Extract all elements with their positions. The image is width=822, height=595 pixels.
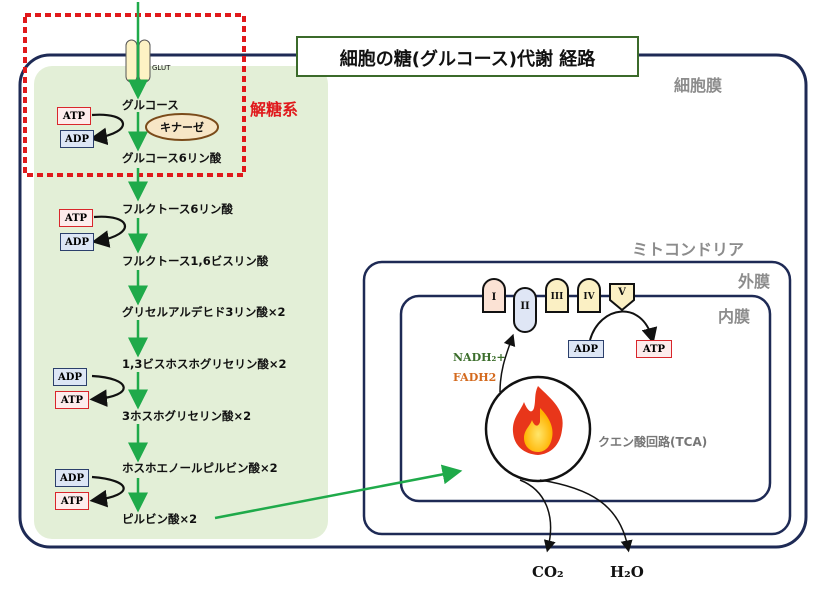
glycolysis-panel [34, 66, 328, 539]
outer-membrane-label: 外膜 [738, 272, 771, 291]
step-fructose-6-phosphate: フルクトース6リン酸 [122, 202, 233, 216]
complex-II-icon [513, 287, 537, 333]
glycolysis-label: 解糖系 [250, 100, 299, 119]
complex-I-label: I [491, 292, 497, 303]
title-box [296, 36, 639, 77]
pathway-arrows [128, 2, 463, 520]
atp-adp-curves [89, 113, 126, 508]
complex-II-label: II [520, 301, 530, 312]
mitochondria-label: ミトコンドリア [632, 240, 745, 259]
h2o-outflow [539, 479, 633, 553]
adp-badge: ADP [60, 233, 94, 251]
co2-outflow [519, 479, 556, 553]
adp-badge: ADP [55, 469, 89, 487]
step-glyceraldehyde-3-phosphate: グリセルアルデヒド3リン酸×2 [122, 305, 286, 319]
kinase-ellipse [145, 113, 219, 141]
cell-membrane-label: 細胞膜 [674, 76, 723, 95]
step-pyruvate: ピルビン酸×2 [122, 512, 198, 526]
h2o-label: H₂O [610, 563, 644, 581]
complex-V-label: V [618, 287, 626, 298]
nadh-arrow [499, 333, 516, 393]
adp-badge: ADP [53, 368, 87, 386]
complex-V-icon [609, 283, 635, 312]
adp-badge: ADP [60, 130, 94, 148]
atp-badge: ATP [57, 107, 91, 125]
nadh-label: NADH₂+ [453, 351, 506, 364]
page-title: 細胞の糖(グルコース)代謝 経路 [339, 49, 596, 70]
step-1-3-bisphosphoglycerate: 1,3ビスホスホグリセリン酸×2 [122, 357, 287, 371]
atp-synthase-arrow [589, 310, 658, 344]
atp-badge: ATP [55, 492, 89, 510]
kinase-label: キナーゼ [160, 121, 204, 134]
flame-icon [512, 386, 563, 455]
glut-label: GLUT [152, 64, 171, 72]
step-glucose-6-phosphate: グルコース6リン酸 [122, 151, 222, 165]
complex-III-icon [545, 278, 569, 313]
mito-inner-membrane [399, 294, 772, 503]
mito-atp-badge: ATP [636, 340, 672, 358]
inner-membrane-label: 内膜 [718, 307, 751, 326]
mito-adp-badge: ADP [568, 340, 604, 358]
complex-III-label: III [550, 292, 564, 302]
step-phosphoenolpyruvate: ホスホエノールピルビン酸×2 [122, 461, 278, 475]
atp-badge: ATP [55, 391, 89, 409]
complex-IV-label: IV [583, 292, 595, 302]
complex-IV-icon [577, 278, 601, 313]
step-3-phosphoglycerate: 3ホスホグリセリン酸×2 [122, 409, 252, 423]
step-fructose-1-6-bisphosphate: フルクトース1,6ビスリン酸 [122, 254, 269, 268]
tca-label: クエン酸回路(TCA) [598, 435, 708, 449]
complex-I-icon [482, 278, 506, 313]
co2-label: CO₂ [532, 563, 564, 581]
step-glucose: グルコース [122, 98, 179, 112]
atp-badge: ATP [59, 209, 93, 227]
fadh-label: FADH2 [453, 371, 497, 384]
